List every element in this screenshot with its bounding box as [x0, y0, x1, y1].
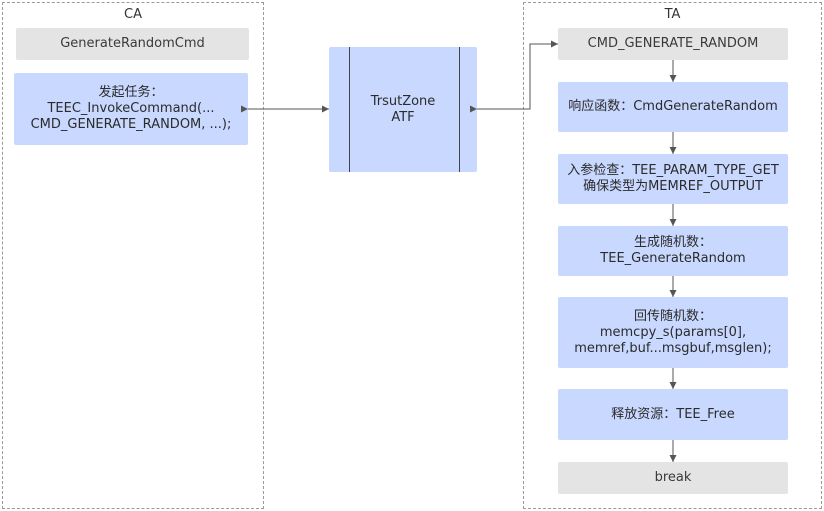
trustzone-ta-connector	[470, 40, 558, 113]
ca-invoke-line-1: 发起任务：	[98, 85, 164, 100]
ta-end-box: break	[558, 462, 788, 494]
ta-step-param-check: 入参检查：TEE_PARAM_TYPE_GET 确保类型为MEMREF_OUTP…	[558, 154, 788, 204]
ta-step-3-line-2: TEE_GenerateRandom	[600, 251, 746, 266]
ta-step-2-line-1: 入参检查：TEE_PARAM_TYPE_GET	[567, 163, 779, 178]
ca-command-box: GenerateRandomCmd	[16, 28, 249, 60]
trustzone-line-1: TrsutZone	[370, 93, 436, 109]
trustzone-line-2: ATF	[391, 109, 415, 125]
ta-step-free: 释放资源：TEE_Free	[558, 389, 788, 440]
ta-group: TA	[523, 2, 822, 509]
ta-step-4-line-3: memref,buf...msgbuf,msglen);	[574, 340, 772, 356]
ta-command-label: CMD_GENERATE_RANDOM	[587, 36, 759, 51]
ta-step-4-line-1: 回传随机数：	[633, 308, 712, 324]
trustzone-left-bar	[349, 47, 350, 172]
ta-step-2-line-2: 确保类型为MEMREF_OUTPUT	[583, 179, 763, 194]
ta-step-generate: 生成随机数： TEE_GenerateRandom	[558, 226, 788, 276]
ca-group: CA	[2, 2, 264, 509]
ca-invoke-box: 发起任务： TEEC_InvokeCommand(... CMD_GENERAT…	[14, 73, 248, 145]
ta-step-response: 响应函数：CmdGenerateRandom	[558, 82, 788, 132]
ta-step-1-line-1: 响应函数：CmdGenerateRandom	[568, 99, 778, 114]
trustzone-box: TrsutZone ATF	[329, 47, 477, 172]
ca-title: CA	[124, 7, 142, 22]
ta-title: TA	[664, 7, 681, 22]
ca-command-label: GenerateRandomCmd	[60, 36, 205, 51]
ta-step-3-line-1: 生成随机数：	[633, 235, 712, 250]
ta-command-box: CMD_GENERATE_RANDOM	[558, 28, 788, 60]
ca-invoke-line-3: CMD_GENERATE_RANDOM, ...);	[30, 117, 232, 132]
ta-step-4-line-2: memcpy_s(params[0],	[599, 324, 747, 340]
ta-step-return: 回传随机数： memcpy_s(params[0], memref,buf...…	[558, 297, 788, 368]
ta-step-5-line-1: 释放资源：TEE_Free	[611, 406, 735, 422]
ta-end-label: break	[654, 470, 692, 485]
ca-invoke-line-2: TEEC_InvokeCommand(...	[47, 101, 215, 116]
trustzone-right-bar	[459, 47, 460, 172]
